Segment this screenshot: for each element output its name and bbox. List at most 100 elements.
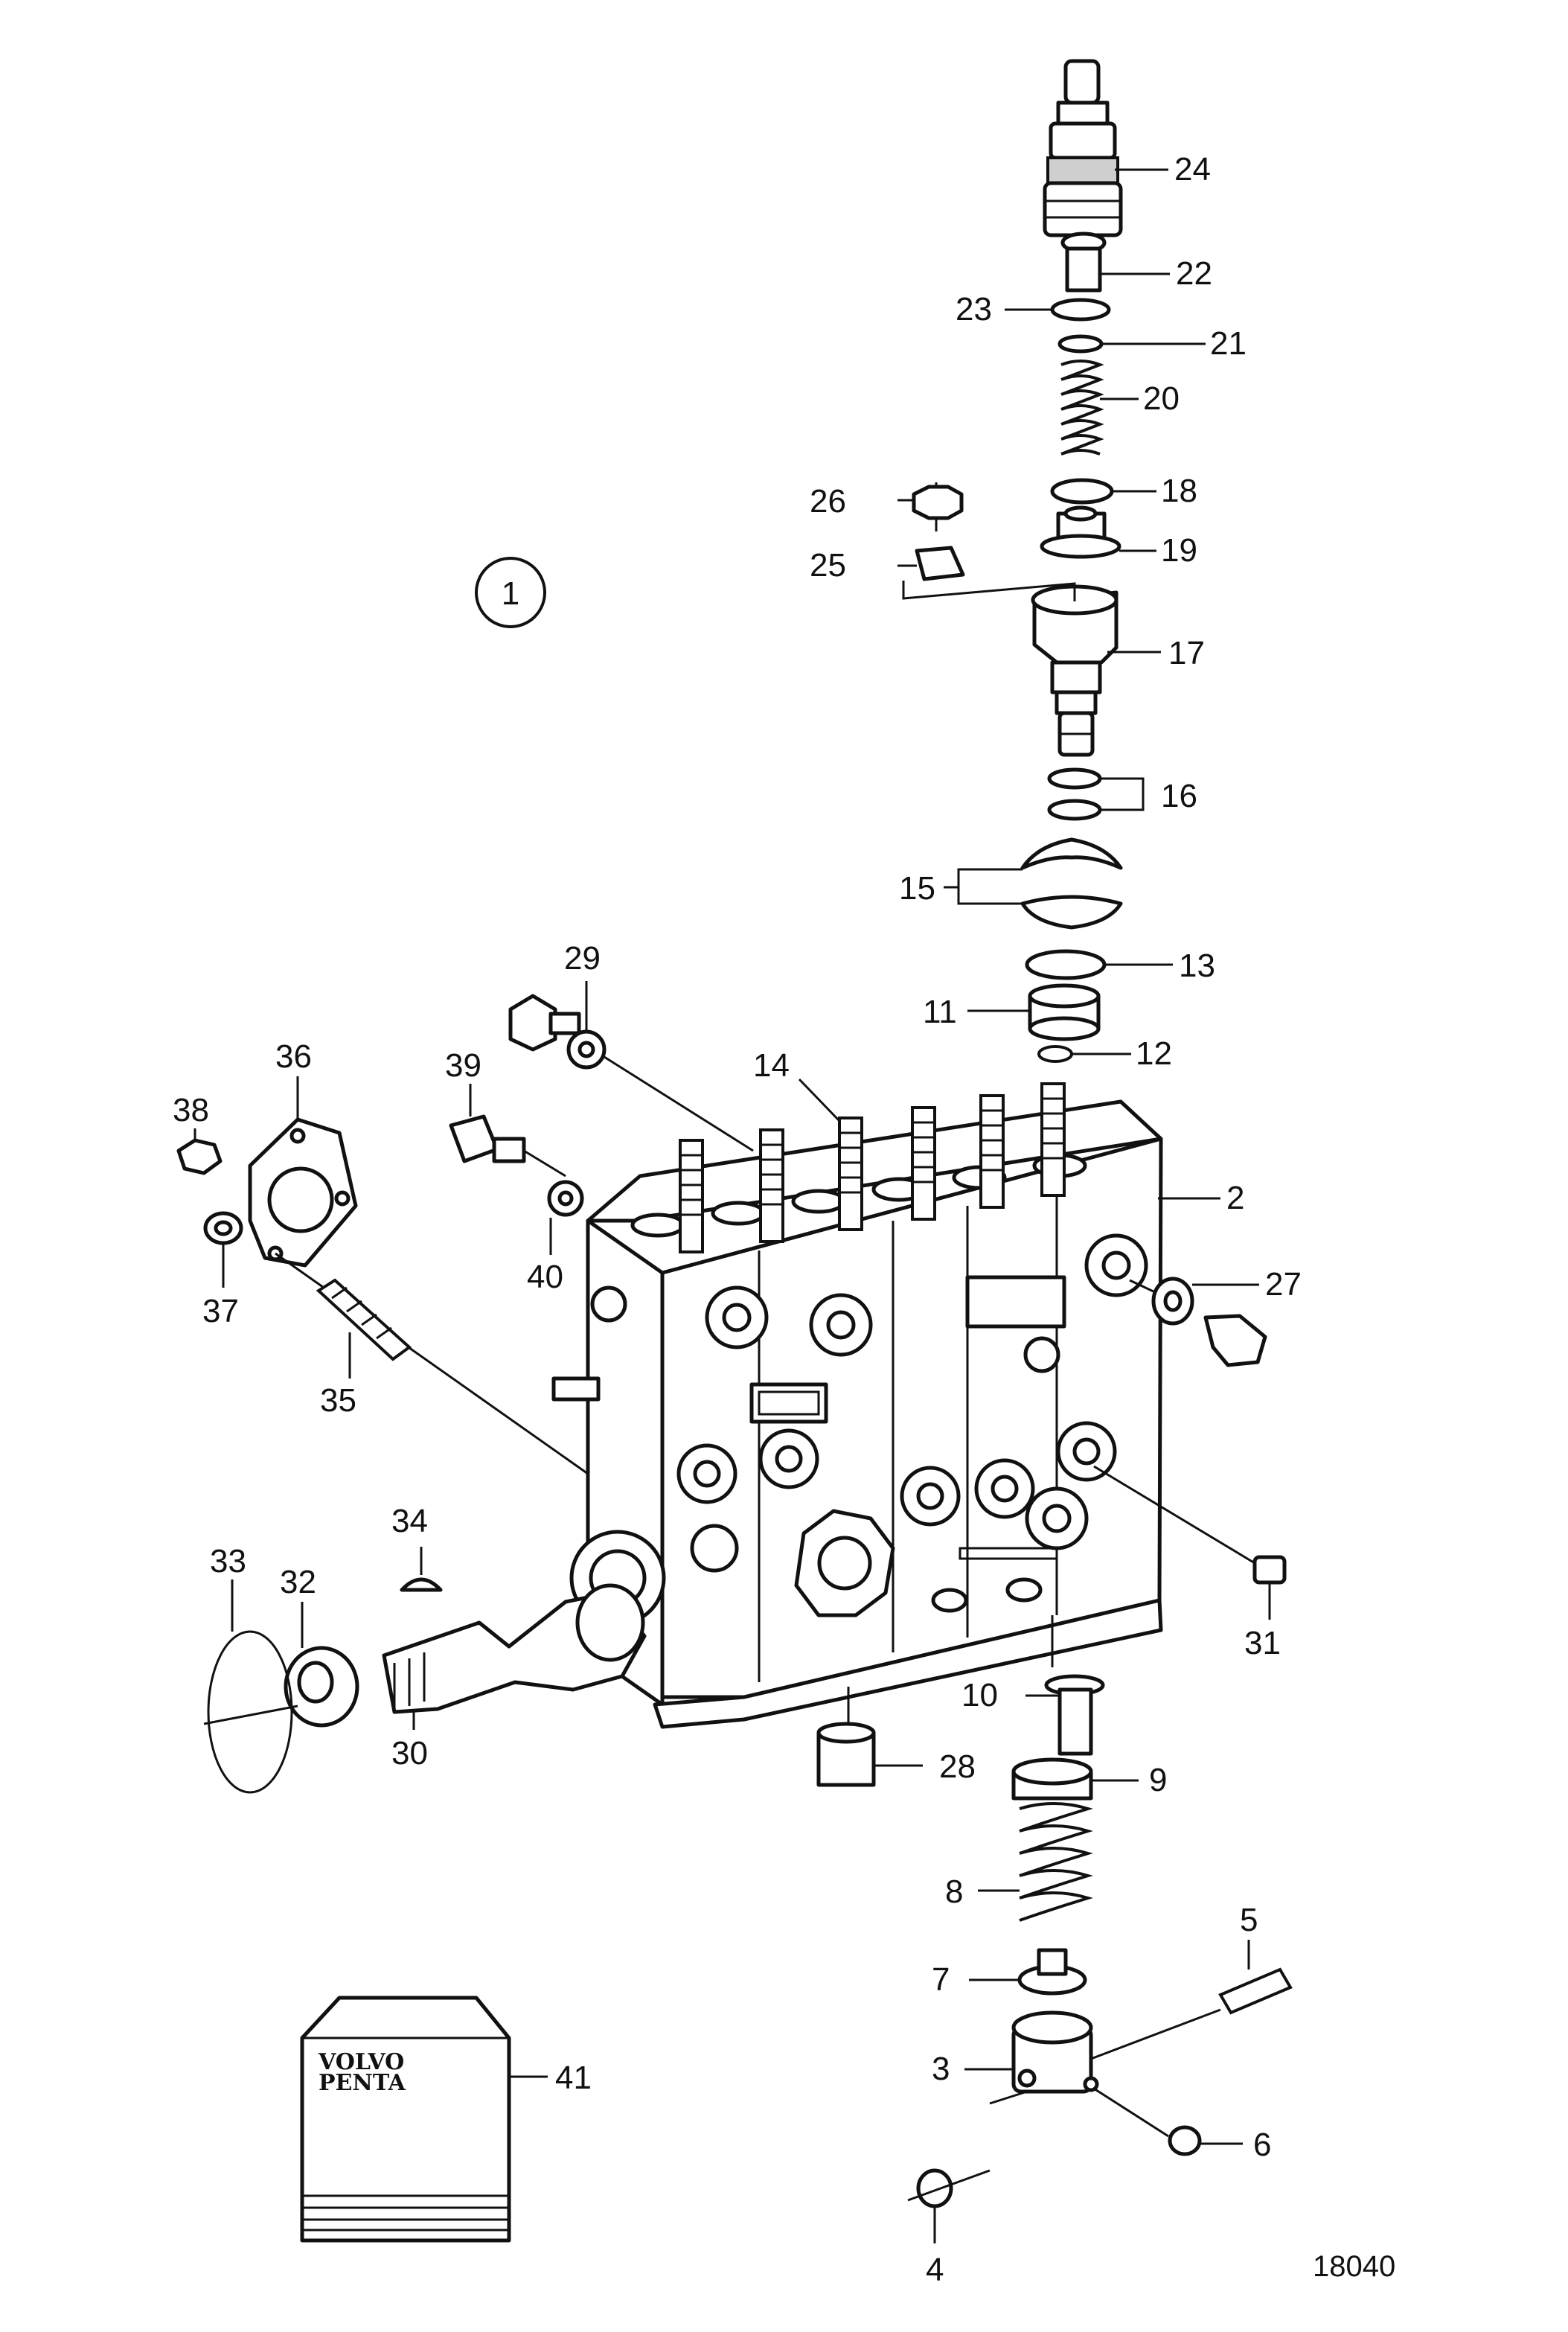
group-marker-number: 1 (502, 575, 519, 612)
callout-label: 23 (956, 291, 992, 328)
callout-label: 32 (280, 1564, 316, 1600)
part-40-washer (547, 1180, 584, 1217)
stud (838, 1117, 863, 1231)
group-marker: 1 (475, 557, 546, 628)
part-19-valve-seat (1040, 505, 1121, 559)
callout-label: 13 (1179, 948, 1215, 984)
stud (679, 1139, 704, 1253)
part-27-plug (1129, 1277, 1267, 1367)
part-10-plunger (1044, 1674, 1105, 1756)
part-5-pin (1218, 1967, 1293, 2015)
callout-label: 8 (945, 1873, 963, 1910)
callout-label: 30 (391, 1735, 428, 1772)
part-20-spring (1060, 360, 1104, 456)
part-6-roller-pin (1168, 2125, 1202, 2156)
callout-labels: 24 22 23 21 20 26 18 25 19 17 16 15 13 2… (173, 151, 1302, 2288)
callout-label: 11 (923, 994, 957, 1030)
part-41-workshop-manual: VOLVO PENTA (300, 1996, 511, 2243)
part-29-bolt (508, 994, 754, 1152)
part-15-flange-lower (1020, 895, 1123, 930)
callout-label: 40 (527, 1259, 563, 1295)
callout-label: 10 (961, 1677, 998, 1713)
drive-end-parts (203, 1577, 647, 1794)
callout-label: 35 (320, 1382, 356, 1419)
part-18-ring (1050, 478, 1114, 505)
part-31-plug (1093, 1465, 1287, 1585)
part-38-nut (176, 1138, 223, 1175)
left-end-parts (176, 994, 754, 1475)
part-36-gasket-plate (248, 1117, 589, 1475)
callout-label: 15 (899, 870, 935, 907)
logo-line-volvo: VOLVO (318, 2049, 404, 2075)
part-39-screw (449, 1114, 566, 1178)
part-28-sleeve (816, 1722, 876, 1787)
part-24-valve-holder (1043, 59, 1123, 237)
callout-label: 18 (1161, 473, 1197, 509)
callout-label: 27 (1265, 1266, 1302, 1303)
callout-label: 37 (202, 1293, 239, 1329)
callout-label: 7 (932, 1961, 950, 1998)
callout-label: 17 (1168, 635, 1205, 671)
callout-label: 6 (1253, 2127, 1271, 2163)
callout-label: 3 (932, 2051, 950, 2087)
callout-label: 41 (555, 2060, 592, 2096)
diagram-id: 18040 (1313, 2250, 1395, 2283)
callout-label: 16 (1161, 778, 1197, 814)
part-16-o-ring-lower (1047, 799, 1102, 821)
callout-label: 20 (1143, 380, 1180, 417)
callout-label: 14 (753, 1047, 790, 1084)
part-35-stud (316, 1278, 412, 1361)
callout-label: 26 (810, 483, 846, 520)
callout-label: 29 (564, 940, 601, 977)
part-11-control-sleeve (1028, 983, 1101, 1041)
callout-label: 33 (210, 1543, 246, 1579)
stud (1040, 1082, 1066, 1197)
callout-label: 5 (1240, 1902, 1258, 1938)
callout-label: 25 (810, 547, 846, 584)
callout-label: 24 (1174, 151, 1211, 188)
part-22-valve (1060, 231, 1107, 293)
callout-label: 9 (1149, 1762, 1167, 1798)
part-33-o-ring (207, 1630, 293, 1794)
part-30-camshaft (382, 1583, 647, 1714)
part-21-washer (1057, 334, 1104, 354)
part-16-o-ring-upper (1047, 767, 1102, 790)
right-side-parts (816, 1277, 1287, 1787)
delivery-valve-stack (1020, 59, 1123, 1063)
part-17-pump-barrel (1031, 584, 1119, 757)
stud (911, 1106, 936, 1221)
part-14-studs (679, 1082, 1066, 1253)
part-7-lower-seat (1017, 1948, 1087, 1996)
callout-label: 12 (1136, 1035, 1172, 1072)
leader-lines (193, 168, 1271, 2243)
logo-line-penta: PENTA (319, 2070, 406, 2096)
callout-label: 38 (173, 1092, 209, 1128)
part-23-ring (1050, 298, 1111, 322)
part-26-nut (912, 485, 964, 520)
callout-label: 34 (391, 1503, 428, 1539)
callout-label: 4 (926, 2252, 944, 2288)
callout-label: 21 (1210, 325, 1247, 362)
nut-and-lock-plate (902, 482, 1076, 601)
stud (759, 1128, 784, 1243)
callout-label: 31 (1244, 1625, 1281, 1661)
callout-label: 36 (275, 1038, 312, 1075)
part-12-clip (1037, 1045, 1073, 1063)
part-34-key (400, 1577, 443, 1592)
callout-label: 2 (1226, 1180, 1244, 1216)
part-32-seal (284, 1646, 359, 1728)
part-9-spring-seat (1011, 1757, 1093, 1801)
callout-label: 22 (1176, 255, 1212, 292)
part-4-roller (907, 2168, 991, 2208)
part-25-lock-plate (915, 546, 965, 581)
tappet-stack (907, 1674, 1293, 2208)
callout-label: 19 (1161, 532, 1197, 569)
callout-label: 39 (445, 1047, 481, 1084)
callout-label: 28 (939, 1748, 976, 1785)
stud (979, 1094, 1005, 1209)
part-3-tappet (989, 2008, 1221, 2138)
part-13-ring (1025, 949, 1107, 980)
part-8-spring (1019, 1802, 1093, 1922)
